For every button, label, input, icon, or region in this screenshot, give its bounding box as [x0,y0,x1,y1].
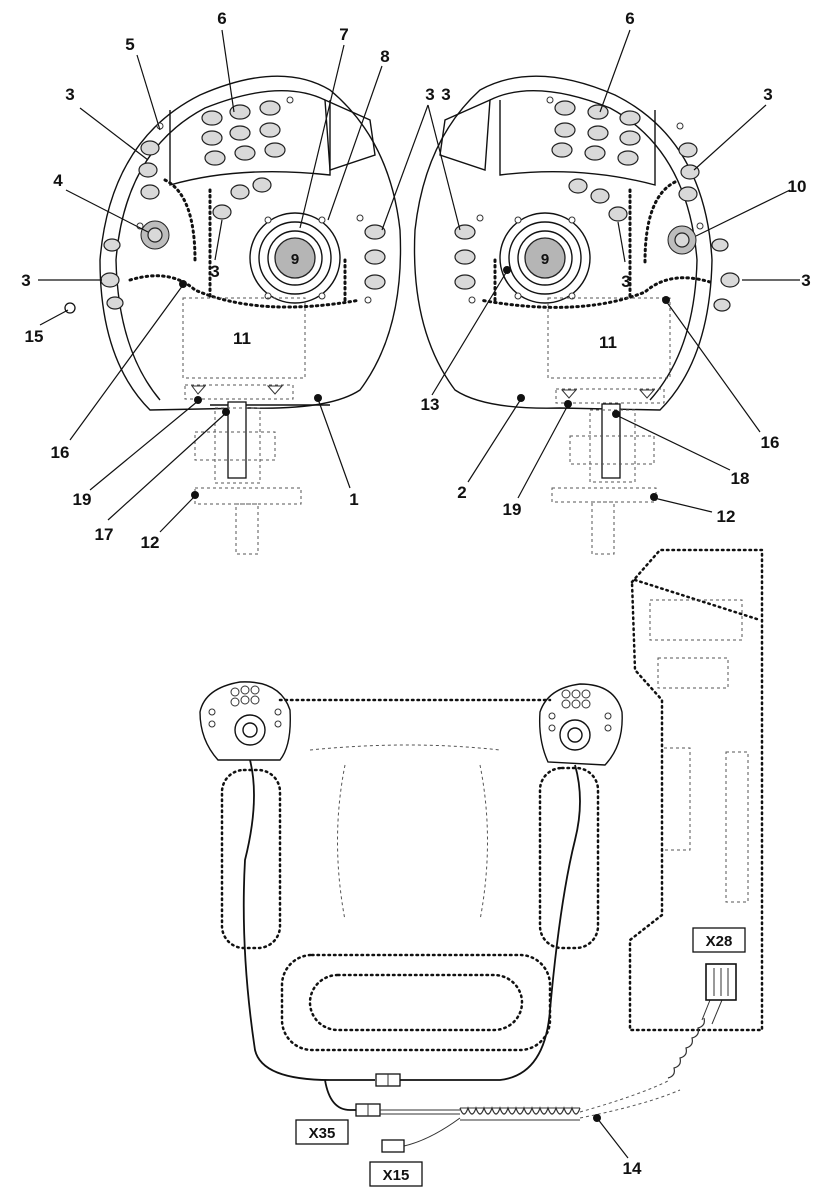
left-callout-8: 8 [380,47,389,66]
left-callout-3b: 3 [21,271,30,290]
right-callout-3b: 3 [801,271,810,290]
right-callout-6: 6 [625,9,634,28]
wiring-section: X28 X35 X15 14 [199,548,764,1187]
right-callout-3c: 3 [621,272,630,291]
right-callout-2: 2 [457,483,466,502]
left-callout-12: 12 [141,533,160,552]
right-callout-18: 18 [731,469,750,488]
left-callout-1: 1 [349,490,358,509]
left-callout-17: 17 [95,525,114,544]
right-callout-16: 16 [761,433,780,452]
left-callout-3c: 3 [425,85,434,104]
right-callout-10: 10 [788,177,807,196]
right-callout-19: 19 [503,500,522,519]
right-control-unit: 9 [413,9,811,555]
left-callout-5: 5 [125,35,134,54]
left-callout-7: 7 [339,25,348,44]
right-callout-11: 11 [599,333,617,352]
left-callout-11: 11 [233,329,251,348]
right-callout-3a: 3 [763,85,772,104]
left-callout-3a: 3 [65,85,74,104]
wiring-callout-14: 14 [623,1159,642,1178]
left-callout-9: 9 [291,251,299,268]
left-callout-6: 6 [217,9,226,28]
connector-label-x28: X28 [706,933,733,950]
connector-label-x15: X15 [383,1167,410,1184]
coiled-cable [459,1106,581,1121]
right-callout-12: 12 [717,507,736,526]
left-callout-3d: 3 [210,262,219,281]
mini-left-controller [199,681,291,761]
left-control-unit: 9 [21,9,435,555]
right-callout-3d: 3 [441,85,450,104]
left-keypad [201,100,286,166]
left-callout-4: 4 [53,171,63,190]
left-joystick-hub: 9 [249,212,341,304]
left-callout-19: 19 [73,490,92,509]
right-joystick-hub: 9 [499,212,591,304]
connector-label-x35: X35 [309,1125,336,1142]
right-callout-13: 13 [421,395,440,414]
right-keypad [551,100,641,166]
right-callout-9: 9 [541,251,549,268]
left-callout-16: 16 [51,443,70,462]
mini-right-controller [538,683,623,766]
left-callout-15: 15 [25,327,44,346]
